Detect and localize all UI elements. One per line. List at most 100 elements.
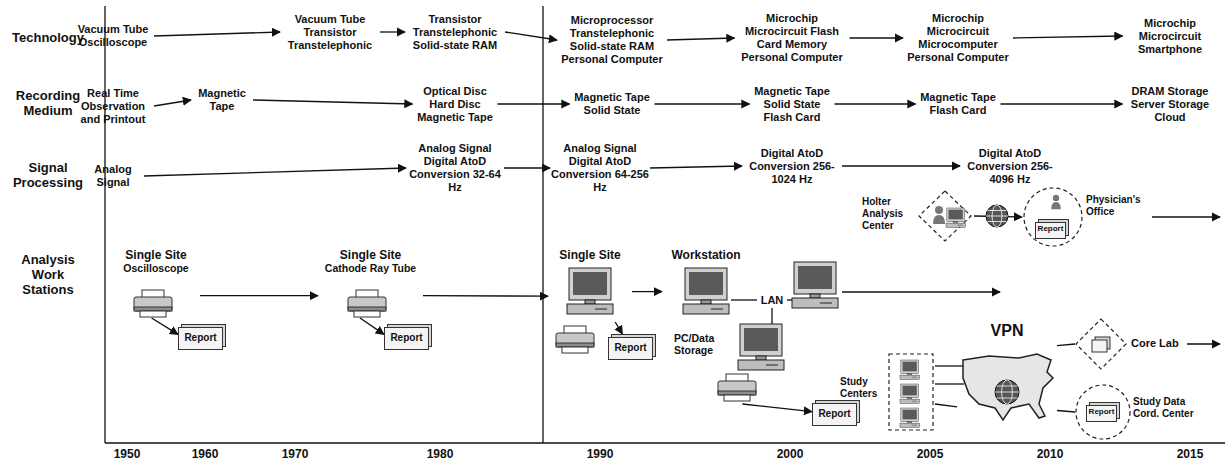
axis-line (105, 442, 1225, 443)
text-column: Report (178, 324, 223, 344)
timeline-entry: Magnetic Tape Solid State (570, 91, 655, 117)
report-stack: Report (812, 400, 860, 426)
text-column: Study Centers (840, 352, 886, 400)
timeline-arrow (200, 295, 318, 296)
timeline-entry: Microprocessor Transtelephonic Solid-sta… (557, 14, 667, 66)
node-text: Digital AtoD Conversion 256-4096 Hz (960, 147, 1060, 186)
person-icon (1051, 195, 1061, 209)
node-text: Magnetic Tape Solid State Flash Card (750, 85, 835, 124)
physicians-office: Physician's OfficeReport (1022, 186, 1150, 248)
text-column: VPN (957, 322, 1057, 341)
node-text: PC/Data Storage (674, 332, 732, 357)
timeline-entry: Real Time Observation and Printout (72, 87, 154, 126)
text-column: Microchip Microcircuit Smartphone (1123, 17, 1218, 56)
timeline-arrow (1187, 343, 1220, 344)
node-text: Magnetic Tape Flash Card (916, 91, 1001, 117)
node-text: DRAM Storage Server Storage Cloud (1123, 85, 1218, 124)
text-column: Analog Signal Digital AtoD Conversion 64… (550, 142, 650, 194)
lan-wire (731, 299, 757, 300)
data-storage-station: PC/Data Storage (672, 324, 800, 404)
printer-icon (348, 290, 386, 317)
node-text: Vacuum Tube Oscilloscope (72, 23, 154, 49)
node-text: Report (384, 332, 429, 344)
year-label: 1970 (275, 448, 315, 462)
single-site-station: Single Site (548, 246, 632, 322)
row-heading: Signal Processing (6, 161, 90, 191)
text-column: Vacuum Tube Oscilloscope (72, 23, 154, 49)
node-text: Vacuum Tube Transistor Transtelephonic (280, 13, 380, 52)
node-text: Transistor Transtelephonic Solid-state R… (405, 13, 505, 52)
text-column: Digital AtoD Conversion 256-1024 Hz (742, 147, 842, 186)
holter-analysis-center: Holter Analysis Center (862, 190, 974, 242)
divider-line (542, 6, 543, 443)
node-text: Report (1035, 224, 1066, 233)
network-link (935, 404, 957, 407)
node-text: Core Lab (1131, 337, 1183, 350)
paper-front (179, 328, 223, 350)
timeline-arrow (1152, 216, 1220, 217)
computer-icon (683, 268, 729, 314)
timeline-arrow (505, 32, 557, 40)
axis-line (104, 6, 105, 443)
timeline-arrow (144, 168, 406, 176)
node-text: Holter Analysis Center (862, 196, 916, 231)
timeline-entry: Microchip Microcircuit Smartphone (1123, 17, 1218, 56)
text-column: Optical Disc Hard Disc Magnetic Tape (413, 85, 498, 124)
text-column: Magnetic Tape Solid State (570, 91, 655, 117)
text-column: Holter Analysis Center (862, 190, 916, 231)
us-map (963, 354, 1053, 420)
text-column: Report (1035, 219, 1066, 233)
node-text: Magnetic Tape Solid State (570, 91, 655, 117)
network-link (1057, 411, 1075, 413)
row-heading: Analysis Work Stations (6, 253, 90, 298)
paper-front (609, 338, 653, 360)
study-data-coordinating-center: Study Data Cord. Center Report (1075, 384, 1210, 440)
core-lab: Core Lab (1075, 318, 1185, 370)
node-outline (957, 322, 1057, 440)
timeline-arrow (498, 103, 570, 104)
text-column: Report (812, 400, 857, 420)
computer-icon (792, 262, 838, 308)
network-line (935, 383, 964, 384)
node-text: Study Data Cord. Center (1133, 396, 1209, 420)
report-stack: Report (1035, 219, 1069, 239)
study-centers: Study Centers (840, 352, 935, 432)
text-column: Magnetic Tape Solid State Flash Card (750, 85, 835, 124)
timeline-entry: Magnetic Tape (191, 87, 253, 113)
timeline-entry: Optical Disc Hard Disc Magnetic Tape (413, 85, 498, 124)
report-stack: Report (384, 324, 432, 350)
dashed-diamond (919, 191, 971, 241)
timeline-entry: Magnetic Tape Solid State Flash Card (750, 85, 835, 124)
paper-front (1087, 406, 1117, 422)
text-column: Magnetic Tape (191, 87, 253, 113)
timeline-arrow (360, 318, 384, 334)
node-text: Report (178, 332, 223, 344)
workstation: Workstation (662, 246, 750, 322)
text-column: Workstation (662, 246, 750, 262)
node-text: Oscilloscope (112, 262, 200, 274)
timeline-entry: Vacuum Tube Transistor Transtelephonic (280, 13, 380, 52)
text-column: Report (1086, 402, 1117, 416)
year-label: 2010 (1030, 448, 1070, 462)
node-text: Analog Signal Digital AtoD Conversion 32… (406, 142, 504, 194)
timeline-entry: Digital AtoD Conversion 256-1024 Hz (742, 147, 842, 186)
text-column: PC/Data Storage (672, 324, 732, 357)
text-column: Core Lab (1075, 318, 1183, 350)
timeline-arrow (842, 291, 1000, 292)
node-text: Microchip Microcircuit Flash Card Memory… (735, 12, 850, 64)
single-site-station: Single SiteOscilloscope (112, 246, 200, 318)
node-text: Microchip Microcircuit Microcomputer Per… (903, 12, 1013, 64)
timeline-entry: Microchip Microcircuit Flash Card Memory… (735, 12, 850, 64)
node-text: Physician's Office (1086, 194, 1148, 218)
timeline-arrow (842, 165, 960, 166)
timeline-entry: Analog Signal (82, 163, 144, 189)
text-column: Single SiteOscilloscope (112, 246, 200, 275)
node-text: Real Time Observation and Printout (72, 87, 154, 126)
computer-icon (900, 360, 919, 379)
printer-icon (556, 326, 594, 353)
timeline-arrow (504, 167, 550, 168)
timeline-arrow (632, 291, 662, 292)
node-text: Microprocessor Transtelephonic Solid-sta… (557, 14, 667, 66)
computer-icon (738, 324, 784, 370)
